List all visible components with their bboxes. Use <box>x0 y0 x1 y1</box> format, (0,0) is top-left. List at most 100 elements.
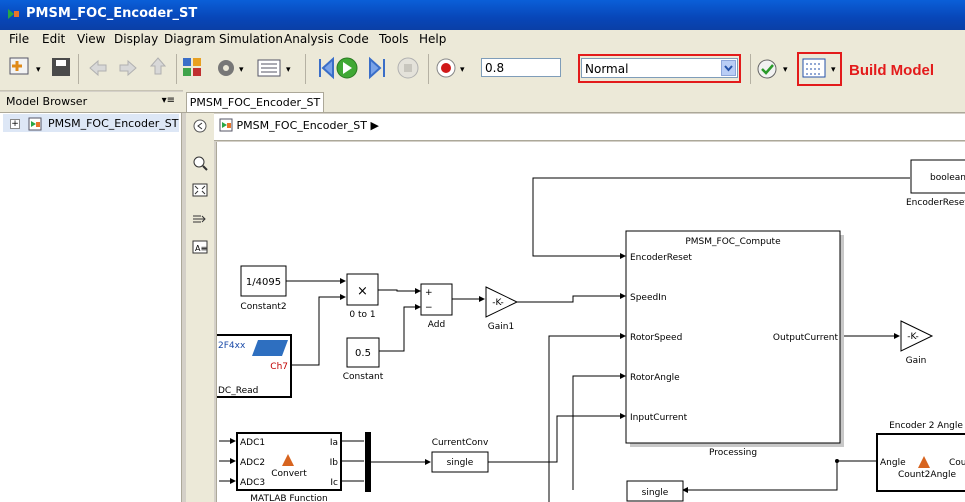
chevron-right-icon[interactable]: ▶ <box>370 119 379 132</box>
mux-block[interactable] <box>365 432 371 492</box>
tree-selection <box>3 114 179 132</box>
branch-point <box>835 459 839 463</box>
new-model-icon[interactable] <box>9 57 29 75</box>
menu-file[interactable]: File <box>9 32 30 46</box>
library-browser-icon[interactable] <box>183 58 201 76</box>
matlab-function-block[interactable]: ADC1 ADC2 ADC3 Ia Ib Ic Convert MATLAB F… <box>236 432 342 502</box>
canvas-tools <box>186 113 214 502</box>
constant2-name: Constant2 <box>240 302 286 312</box>
chevron-down-icon[interactable] <box>721 60 736 76</box>
chevron-down-icon[interactable]: ▾ <box>460 65 465 75</box>
up-icon[interactable] <box>149 57 167 75</box>
panel-menu-icon[interactable]: ▾≡ <box>161 95 175 106</box>
menu-tools[interactable]: Tools <box>379 32 409 46</box>
model-explorer-icon[interactable] <box>257 59 281 77</box>
gain-value: -K- <box>907 332 918 342</box>
fit-view-icon[interactable] <box>192 183 208 197</box>
step-back-icon[interactable] <box>319 56 334 80</box>
chevron-down-icon[interactable]: ▾ <box>831 65 836 75</box>
stop-icon[interactable] <box>397 57 419 79</box>
add-plus: + <box>425 288 433 298</box>
encoder-center: Count2Angle <box>898 470 957 480</box>
gain1-name: Gain1 <box>488 322 514 332</box>
boolean-block[interactable]: boolean EncoderReset <box>906 159 965 208</box>
matlab-in-adc3: ADC3 <box>240 478 265 488</box>
simulation-mode-select[interactable]: Normal <box>581 58 738 78</box>
compute-output: OutputCurrent <box>773 333 839 343</box>
address-bar <box>214 114 965 141</box>
current-conv-block[interactable]: single CurrentConv <box>431 438 489 473</box>
model-canvas[interactable]: 1/4095 Constant2 × 0 to 1 0.5 Constant +… <box>216 142 965 502</box>
build-model-annotation: Build Model <box>849 62 934 79</box>
encoder-out: Cou <box>949 458 965 468</box>
gain1-block[interactable]: -K- Gain1 <box>485 286 519 332</box>
record-icon[interactable] <box>436 58 456 78</box>
menu-display[interactable]: Display <box>114 32 159 46</box>
single-convert-block[interactable]: single <box>626 480 684 502</box>
back-icon[interactable] <box>89 59 107 77</box>
arrow-icon[interactable] <box>193 215 206 223</box>
tree-item-label: PMSM_FOC_Encoder_ST <box>48 117 179 130</box>
model-browser-title: Model Browser <box>6 95 88 108</box>
build-model-icon[interactable] <box>802 58 826 78</box>
boolean-name: EncoderReset <box>906 198 965 208</box>
hide-browser-icon[interactable] <box>193 119 207 133</box>
matlab-logo-icon <box>918 456 930 468</box>
tab-model[interactable]: PMSM_FOC_Encoder_ST <box>186 92 324 112</box>
boolean-value: boolean <box>930 173 965 183</box>
model-browser-panel <box>0 113 182 502</box>
stop-time-input[interactable]: 0.8 <box>481 58 561 77</box>
chevron-down-icon[interactable]: ▾ <box>239 65 244 75</box>
constant-block[interactable]: 0.5 Constant <box>343 337 384 382</box>
simulink-icon <box>8 9 19 19</box>
forward-icon[interactable] <box>119 59 137 77</box>
matlab-in-adc2: ADC2 <box>240 458 265 468</box>
constant2-block[interactable]: 1/4095 Constant2 <box>240 265 287 312</box>
save-icon[interactable] <box>52 58 70 76</box>
single-convert-value: single <box>642 488 669 498</box>
gear-icon[interactable] <box>218 60 234 76</box>
zoom-icon[interactable] <box>193 156 208 171</box>
expand-icon[interactable]: + <box>10 119 20 129</box>
breadcrumb-model[interactable]: PMSM_FOC_Encoder_ST <box>236 119 367 132</box>
toolbar-icons: ▾ ▾ ▾ ▾ ▾ ▾ <box>9 56 836 80</box>
step-forward-icon[interactable] <box>369 56 385 80</box>
chevron-down-icon[interactable]: ▾ <box>36 65 41 75</box>
menu-analysis[interactable]: Analysis <box>284 32 334 46</box>
menu-simulation[interactable]: Simulation <box>219 32 283 46</box>
chevron-down-icon[interactable]: ▾ <box>286 65 291 75</box>
compute-title: PMSM_FOC_Compute <box>685 237 781 247</box>
menu-edit[interactable]: Edit <box>42 32 66 46</box>
matlab-out-ib: Ib <box>330 458 339 468</box>
toolbar-separator <box>428 54 429 84</box>
breadcrumb[interactable]: PMSM_FOC_Encoder_ST ▶ <box>219 118 379 132</box>
gain1-value: -K- <box>492 298 503 308</box>
menu-diagram[interactable]: Diagram <box>164 32 216 46</box>
add-block[interactable]: + − Add <box>420 283 453 330</box>
adc-read-block[interactable]: 2F4xx Ch7 DC_Read <box>217 334 292 398</box>
matlab-name: MATLAB Function <box>250 494 327 502</box>
compute-name: Processing <box>709 448 757 458</box>
model-icon <box>28 117 42 131</box>
compute-input-inputcurrent: InputCurrent <box>630 413 688 423</box>
menu-view[interactable]: View <box>77 32 106 46</box>
encoder-in: Angle <box>880 458 906 468</box>
chevron-down-icon[interactable]: ▾ <box>783 65 788 75</box>
pmsm-foc-compute-block[interactable]: PMSM_FOC_Compute EncoderReset SpeedIn Ro… <box>625 230 844 458</box>
toolbar-separator <box>305 54 306 84</box>
run-icon[interactable] <box>336 57 358 79</box>
menu-code[interactable]: Code <box>338 32 369 46</box>
compute-input-encoderreset: EncoderReset <box>630 253 692 263</box>
simulation-mode-value: Normal <box>585 62 629 76</box>
current-conv-value: single <box>447 458 474 468</box>
matlab-in-adc1: ADC1 <box>240 438 265 448</box>
tab-strip <box>183 90 965 113</box>
menu-help[interactable]: Help <box>419 32 447 46</box>
constant-value: 0.5 <box>355 348 371 359</box>
annotation-icon[interactable]: A≡ <box>192 240 208 254</box>
encoder-2-angle-block[interactable]: Encoder 2 Angle Angle Cou Count2Angle <box>876 421 965 492</box>
check-model-icon[interactable] <box>757 59 777 79</box>
gain-block[interactable]: -K- Gain <box>900 320 934 366</box>
product-name: 0 to 1 <box>349 310 375 320</box>
product-block[interactable]: × 0 to 1 <box>346 273 379 320</box>
